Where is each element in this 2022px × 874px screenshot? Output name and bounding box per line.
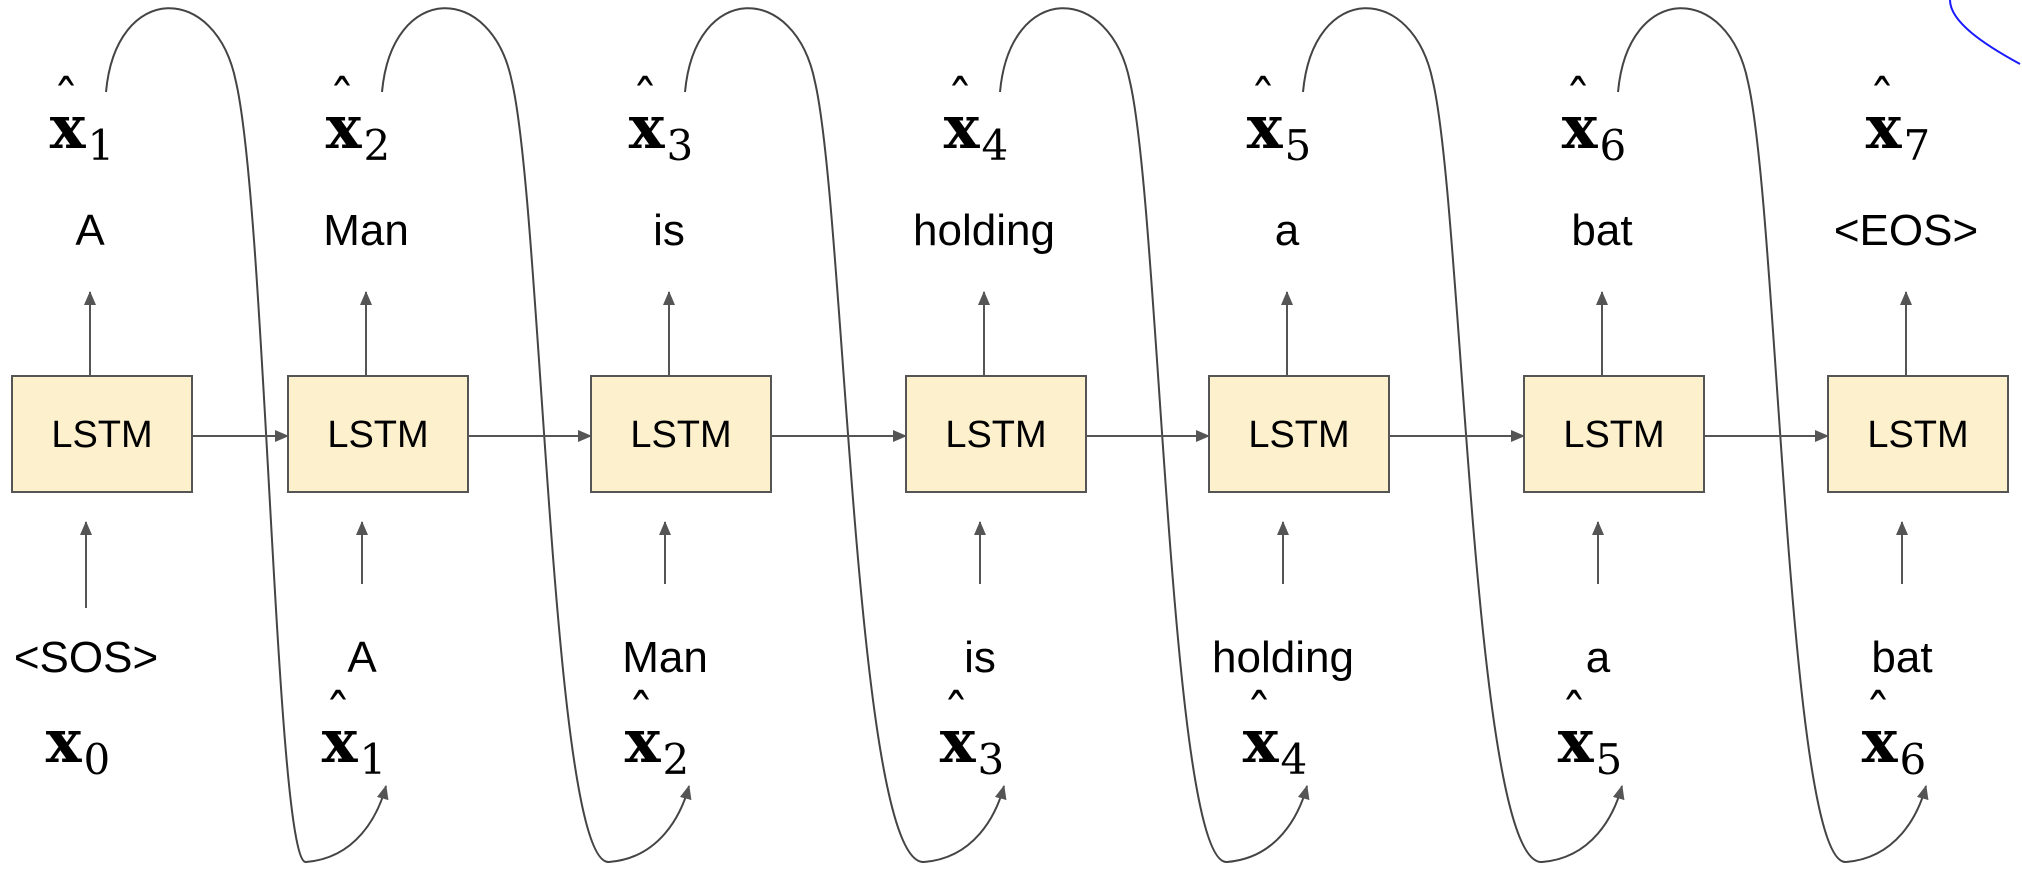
lstm-cell: LSTM — [905, 375, 1087, 493]
feedback-loop-arrow — [1302, 7, 1625, 864]
output-word: <EOS> — [1834, 206, 1978, 255]
output-word: bat — [1571, 206, 1632, 255]
input-variable: x1ˆ — [322, 685, 387, 784]
input-variable: x5ˆ — [1558, 685, 1623, 784]
lstm-cell: LSTM — [1523, 375, 1705, 493]
output-variable: x7ˆ — [1866, 71, 1931, 170]
output-variable: x5ˆ — [1247, 71, 1312, 170]
input-word: holding — [1212, 633, 1354, 682]
feedback-loop-arrow — [999, 7, 1310, 864]
output-word: Man — [323, 206, 409, 255]
svg-text:x3: x3 — [940, 707, 1005, 784]
svg-text:ˆ: ˆ — [1869, 71, 1895, 131]
input-variable: x3ˆ — [940, 685, 1005, 784]
feedback-loop-arrow — [684, 7, 1007, 864]
output-variable: x4ˆ — [944, 71, 1009, 170]
svg-text:x7: x7 — [1866, 93, 1931, 170]
lstm-cell-label: LSTM — [630, 414, 731, 456]
svg-text:ˆ: ˆ — [632, 71, 658, 131]
lstm-cell: LSTM — [287, 375, 469, 493]
svg-text:x5: x5 — [1247, 93, 1312, 170]
output-word: A — [75, 206, 105, 255]
svg-text:ˆ: ˆ — [1246, 685, 1272, 745]
input-word: is — [964, 633, 996, 682]
svg-text:ˆ: ˆ — [1565, 71, 1591, 131]
lstm-cell: LSTM — [1208, 375, 1390, 493]
svg-text:x6: x6 — [1862, 707, 1927, 784]
input-word: bat — [1871, 633, 1932, 682]
output-variable: x3ˆ — [629, 71, 694, 170]
lstm-cell-label: LSTM — [1867, 414, 1968, 456]
input-word: Man — [622, 633, 708, 682]
input-word: A — [347, 633, 377, 682]
lstm-cell-label: LSTM — [1563, 414, 1664, 456]
output-word: holding — [913, 206, 1055, 255]
stray-annotation-curve — [1949, 0, 2021, 65]
svg-text:x1: x1 — [322, 707, 387, 784]
lstm-cell-label: LSTM — [327, 414, 428, 456]
svg-text:ˆ: ˆ — [1561, 685, 1587, 745]
output-word: a — [1275, 206, 1300, 255]
svg-text:ˆ: ˆ — [943, 685, 969, 745]
lstm-cell: LSTM — [590, 375, 772, 493]
svg-text:ˆ: ˆ — [329, 71, 355, 131]
lstm-cell-label: LSTM — [51, 414, 152, 456]
lstm-cell-label: LSTM — [1248, 414, 1349, 456]
svg-text:x6: x6 — [1562, 93, 1627, 170]
input-word: <SOS> — [14, 633, 158, 682]
svg-text:ˆ: ˆ — [53, 71, 79, 131]
svg-text:x4: x4 — [1243, 707, 1308, 784]
input-variable: x4ˆ — [1243, 685, 1308, 784]
svg-text:ˆ: ˆ — [325, 685, 351, 745]
svg-text:x2: x2 — [625, 707, 690, 784]
svg-text:ˆ: ˆ — [628, 685, 654, 745]
output-variable: x1ˆ — [50, 71, 115, 170]
output-variable: x6ˆ — [1562, 71, 1627, 170]
lstm-cell-label: LSTM — [945, 414, 1046, 456]
feedback-loop-arrow — [105, 7, 389, 864]
svg-text:ˆ: ˆ — [1250, 71, 1276, 131]
svg-text:ˆ: ˆ — [947, 71, 973, 131]
feedback-loop-arrow — [381, 7, 692, 864]
svg-text:x2: x2 — [326, 93, 391, 170]
output-variable: x2ˆ — [326, 71, 391, 170]
input-variable: x0 — [46, 707, 111, 784]
feedback-loop-arrow — [1617, 7, 1929, 864]
svg-text:x3: x3 — [629, 93, 694, 170]
svg-text:ˆ: ˆ — [1865, 685, 1891, 745]
svg-text:x0: x0 — [46, 707, 111, 784]
svg-text:x4: x4 — [944, 93, 1009, 170]
input-variable: x2ˆ — [625, 685, 690, 784]
lstm-cell: LSTM — [1827, 375, 2009, 493]
lstm-cell: LSTM — [11, 375, 193, 493]
svg-text:x1: x1 — [50, 93, 115, 170]
svg-text:x5: x5 — [1558, 707, 1623, 784]
input-variable: x6ˆ — [1862, 685, 1927, 784]
output-word: is — [653, 206, 685, 255]
input-word: a — [1586, 633, 1611, 682]
